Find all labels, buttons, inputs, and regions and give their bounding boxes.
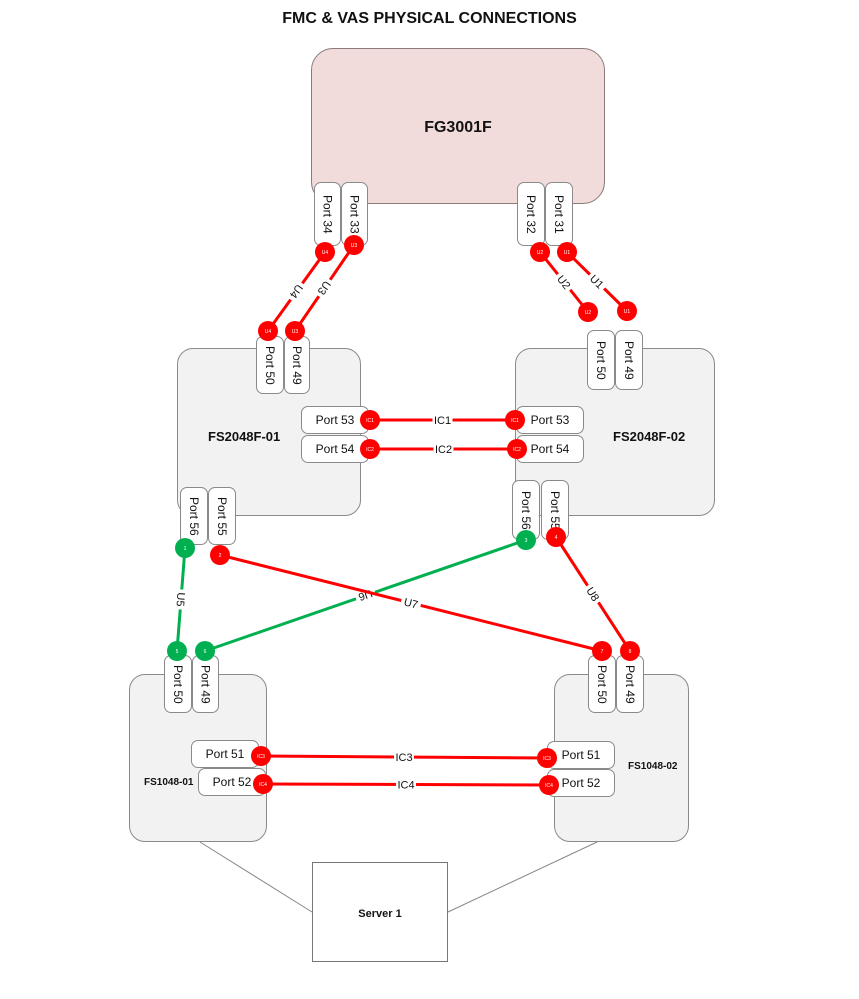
fs2048f-01-port-55: Port 55 — [208, 487, 236, 545]
link-endpoint-ic2-a — [360, 439, 380, 459]
diagram-title: FMC & VAS PHYSICAL CONNECTIONS — [282, 10, 577, 27]
link-endpoint-ic2-b — [507, 439, 527, 459]
link-endpoint-u2-b — [578, 302, 598, 322]
link-endpoint-u5-b — [167, 641, 187, 661]
link-label-ic1: IC1 — [434, 415, 451, 427]
link-label-bg — [399, 594, 423, 612]
fs2048f-02-port-50: Port 50 — [587, 330, 615, 390]
link-endpoint-ic1-b — [505, 410, 525, 430]
endpoint-tag: 3 — [525, 538, 528, 544]
fs1048-02-port-52: Port 52 — [547, 769, 615, 797]
endpoint-tag: U2 — [585, 310, 592, 316]
endpoint-tag: U3 — [351, 243, 358, 249]
endpoint-tag: U4 — [322, 250, 329, 256]
link-endpoint-ic1-a — [360, 410, 380, 430]
link-endpoint-u1-b — [617, 301, 637, 321]
link-endpoint-u7-b — [592, 641, 612, 661]
endpoint-tag: 7 — [601, 649, 604, 655]
link-endpoint-u6-b — [195, 641, 215, 661]
link-endpoint-u7-a — [210, 545, 230, 565]
server-1-label: Server 1 — [358, 908, 402, 920]
endpoint-tag: 4 — [555, 535, 558, 541]
fs1048-02-port-50: Port 50 — [588, 655, 616, 713]
fs2048f-02-port-56: Port 56 — [512, 480, 540, 540]
link-endpoint-u4-a — [315, 242, 335, 262]
fs1048-01-label: FS1048-01 — [144, 777, 194, 788]
endpoint-tag: 2 — [219, 553, 222, 559]
link-endpoint-ic3-b — [537, 748, 557, 768]
link-endpoint-u5-a — [175, 538, 195, 558]
fg-port-31: Port 31 — [545, 182, 573, 246]
link-endpoint-ic4-b — [539, 775, 559, 795]
link-label-ic2: IC2 — [435, 444, 452, 456]
link-label-bg — [174, 589, 188, 610]
endpoint-tag: U4 — [265, 329, 272, 335]
link-endpoint-u6-a — [516, 530, 536, 550]
fs1048-01-port-51: Port 51 — [191, 740, 259, 768]
link-endpoint-u3-a — [344, 235, 364, 255]
fs2048f-01-port-56: Port 56 — [180, 487, 208, 545]
fs2048f-02-port-49: Port 49 — [615, 330, 643, 390]
link-label-bg — [553, 270, 575, 294]
link-label-bg — [432, 414, 453, 426]
fg-port-32: Port 32 — [517, 182, 545, 246]
endpoint-tag: IC3 — [257, 754, 265, 760]
endpoint-tag: IC1 — [511, 418, 519, 424]
link-endpoint-u3-b — [285, 321, 305, 341]
fs2048f-01-port-54: Port 54 — [301, 435, 369, 463]
link-label-ic4: IC4 — [397, 780, 414, 792]
fs2048f-01-port-53: Port 53 — [301, 406, 369, 434]
fg3001f-label: FG3001F — [424, 119, 492, 136]
endpoint-tag: U2 — [537, 250, 544, 256]
link-endpoint-ic3-a — [251, 746, 271, 766]
fs2048f-02-port-54: Port 54 — [516, 435, 584, 463]
endpoint-tag: 5 — [176, 649, 179, 655]
server-uplink-line — [199, 841, 313, 913]
fg-port-34: Port 34 — [314, 182, 341, 246]
endpoint-tag: IC1 — [366, 418, 374, 424]
link-endpoint-u8-b — [620, 641, 640, 661]
link-label-bg — [394, 751, 414, 763]
fg3001f-device: FG3001F — [311, 48, 605, 204]
fs1048-02-port-49: Port 49 — [616, 655, 644, 713]
link-label-bg — [313, 276, 336, 300]
link-label-u7: U7 — [402, 596, 419, 611]
link-endpoint-u8-a — [546, 527, 566, 547]
endpoint-tag: IC3 — [543, 756, 551, 762]
link-label-bg — [582, 582, 604, 606]
link-label-bg — [285, 279, 308, 304]
server-uplink-line — [447, 841, 598, 913]
link-label-bg — [433, 443, 454, 455]
fs1048-02-port-51: Port 51 — [547, 741, 615, 769]
fs1048-01-port-49: Port 49 — [192, 655, 219, 713]
link-endpoint-u1-a — [557, 242, 577, 262]
link-label-bg — [354, 586, 377, 605]
endpoint-tag: IC2 — [513, 447, 521, 453]
fs2048f-02-port-53: Port 53 — [516, 406, 584, 434]
endpoint-tag: 6 — [204, 649, 207, 655]
endpoint-tag: U1 — [564, 250, 571, 256]
endpoint-tag: U3 — [292, 329, 299, 335]
endpoint-tag: IC2 — [366, 447, 374, 453]
endpoint-tag: 1 — [184, 546, 187, 552]
link-label-bg — [585, 270, 609, 293]
link-endpoint-u4-b — [258, 321, 278, 341]
endpoint-tag: IC4 — [259, 782, 267, 788]
link-label-u5: U5 — [173, 592, 186, 607]
server-1-device: Server 1 — [312, 862, 448, 962]
fs2048f-02-label: FS2048F-02 — [613, 429, 686, 444]
endpoint-tag: U1 — [624, 309, 631, 315]
endpoint-tag: 8 — [629, 649, 632, 655]
endpoint-tag: IC4 — [545, 783, 553, 789]
link-label-ic3: IC3 — [395, 752, 412, 764]
link-endpoint-u2-a — [530, 242, 550, 262]
fs2048f-01-label: FS2048F-01 — [208, 429, 281, 444]
link-label-bg — [396, 778, 416, 791]
link-endpoint-ic4-a — [253, 774, 273, 794]
fs1048-02-label: FS1048-02 — [628, 761, 678, 772]
